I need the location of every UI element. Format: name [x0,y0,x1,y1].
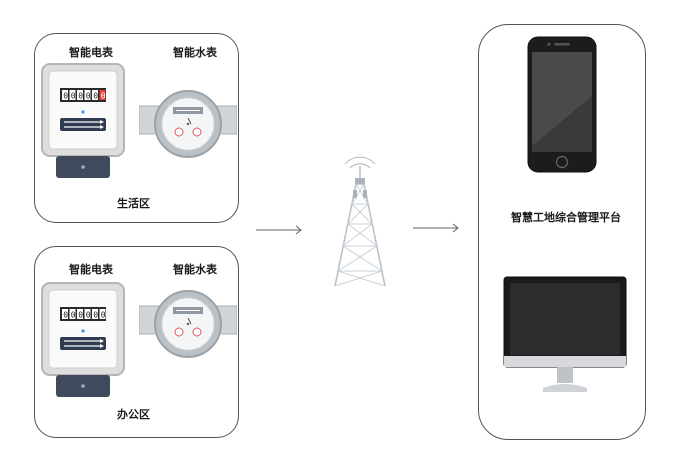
water-meter-icon [139,290,237,358]
digit: 0 [86,92,91,101]
digit: 0 [93,92,98,101]
electric-meter-icon: 0 0 0 0 0 0 [41,282,125,397]
arrow-right-icon [413,223,459,233]
digit: 0 [101,311,106,320]
digit: 0 [63,311,68,320]
smartphone-icon [527,36,597,173]
signal-tower-icon [334,156,386,287]
platform-label: 智慧工地综合管理平台 [511,211,621,224]
meter-digits: 0 0 0 0 0 0 [62,309,106,320]
digit: 0 [71,311,76,320]
digit: 0 [78,92,83,101]
water-meter-icon [139,90,237,158]
electric-meter-label: 智能电表 [69,46,113,59]
digit: 0 [71,92,76,101]
digit: 0 [93,311,98,320]
water-meter-label: 智能水表 [173,263,217,276]
digit: 0 [78,311,83,320]
electric-meter-icon: 0 0 0 0 0 0 [41,63,125,178]
digit: 0 [86,311,91,320]
digit: 0 [63,92,68,101]
water-meter-label: 智能水表 [173,46,217,59]
arrow-right-icon [256,225,302,235]
electric-meter-label: 智能电表 [69,263,113,276]
zone-name: 办公区 [117,408,150,421]
zone-name: 生活区 [117,197,150,210]
meter-digits: 0 0 0 0 0 0 [62,90,106,101]
digit: 0 [101,92,106,101]
monitor-icon [503,276,627,392]
